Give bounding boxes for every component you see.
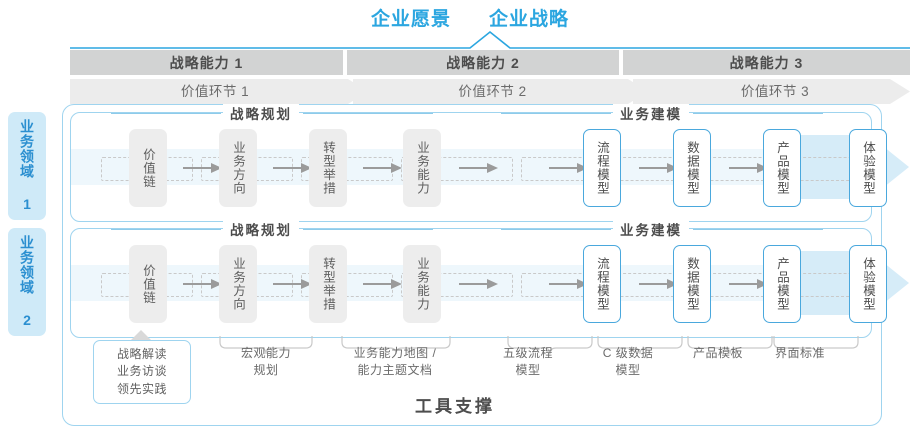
section-rule — [693, 113, 823, 114]
flow-arrow-icon — [729, 163, 769, 173]
capability-bar-3-label: 战略能力 3 — [729, 54, 804, 71]
tool-label-capability-map: 业务能力地图 / 能力主题文档 — [353, 346, 437, 378]
domain-row-2: 战略规划 业务建模 价值链 业务方向 转型举措 业务能力 流程模型 数据模型 产… — [70, 220, 909, 338]
tool-support-title: 工具支撑 — [415, 397, 495, 416]
tool-label-macro-capability-planning: 宏观能力 规划 — [240, 346, 291, 378]
value-chain-3[interactable]: 价值环节 3 — [630, 79, 910, 104]
node-transformation-measures[interactable]: 转型举措 — [309, 129, 347, 207]
value-chain-bar-group: 价值环节 1 价值环节 2 价值环节 3 — [70, 79, 910, 104]
value-chain-3-label: 价值环节 3 — [740, 84, 810, 99]
node-experience-model[interactable]: 体验模型 — [849, 129, 887, 207]
capability-bar-1-label: 战略能力 1 — [169, 54, 244, 71]
flow-arrow-icon — [639, 163, 679, 173]
node-data-model[interactable]: 数据模型 — [673, 129, 711, 207]
bracket-connectors — [219, 336, 859, 355]
section-rule — [303, 113, 433, 114]
vision-title: 企业愿景 — [371, 9, 452, 30]
flow-arrow-icon — [639, 279, 679, 289]
section-rule — [303, 229, 433, 230]
tool-label-strategy-interpretation[interactable]: 战略解读 业务访谈 领先实践 — [93, 340, 191, 405]
node-business-direction[interactable]: 业务方向 — [219, 245, 257, 323]
domain-1-label: 业务领域 1 — [19, 119, 36, 213]
section-rule — [501, 229, 611, 230]
section-header-modeling-label: 业务建模 — [620, 107, 682, 122]
section-header-planning: 战略规划 — [223, 220, 299, 238]
node-experience-model[interactable]: 体验模型 — [849, 245, 887, 323]
tool-label-interface-standard: 界面标准 — [774, 346, 825, 360]
flow-arrow-icon — [183, 279, 223, 289]
strategy-title: 企业战略 — [489, 9, 570, 30]
node-product-model[interactable]: 产品模型 — [763, 129, 801, 207]
tool-label-c-level-data-model: C 级数据 模型 — [602, 346, 654, 378]
tool-label-product-template: 产品模板 — [692, 346, 743, 360]
node-business-capability[interactable]: 业务能力 — [403, 245, 441, 323]
section-header-modeling: 业务建模 — [613, 220, 689, 238]
value-chain-2[interactable]: 价值环节 2 — [350, 79, 635, 104]
flow-arrow-icon — [273, 279, 313, 289]
section-header-modeling-label: 业务建模 — [620, 223, 682, 238]
section-header-planning-label: 战略规划 — [230, 107, 292, 122]
node-data-model[interactable]: 数据模型 — [673, 245, 711, 323]
value-chain-1-label: 价值环节 1 — [180, 84, 250, 99]
section-rule — [501, 113, 611, 114]
flow-arrow-icon — [459, 163, 499, 173]
node-transformation-measures[interactable]: 转型举措 — [309, 245, 347, 323]
section-rule — [111, 113, 221, 114]
domain-row-1: 战略规划 业务建模 价值链 业务方向 转型举措 业务能力 流程模型 数据模型 产… — [70, 104, 909, 222]
capability-bar-2[interactable]: 战略能力 2 — [347, 50, 619, 75]
flow-arrow-icon — [363, 163, 403, 173]
node-process-model[interactable]: 流程模型 — [583, 129, 621, 207]
section-header-planning: 战略规划 — [223, 104, 299, 122]
flow-arrow-icon — [549, 163, 589, 173]
node-product-model[interactable]: 产品模型 — [763, 245, 801, 323]
flow-arrow-icon — [549, 279, 589, 289]
sidebar-item-domain-2[interactable]: 业务领域 2 — [8, 228, 46, 336]
value-chain-2-label: 价值环节 2 — [458, 84, 527, 99]
sidebar-item-domain-1[interactable]: 业务领域 1 — [8, 112, 46, 220]
node-value-chain[interactable]: 价值链 — [129, 129, 167, 207]
node-business-direction[interactable]: 业务方向 — [219, 129, 257, 207]
node-value-chain[interactable]: 价值链 — [129, 245, 167, 323]
flow-arrow-icon — [459, 279, 499, 289]
flow-arrow-icon — [363, 279, 403, 289]
section-rule — [693, 229, 823, 230]
node-process-model[interactable]: 流程模型 — [583, 245, 621, 323]
section-header-planning-label: 战略规划 — [230, 223, 292, 238]
capability-bar-1[interactable]: 战略能力 1 — [70, 50, 343, 75]
section-rule — [111, 229, 221, 230]
capability-bar-2-label: 战略能力 2 — [446, 54, 520, 71]
domain-2-label: 业务领域 2 — [19, 235, 36, 329]
title-connector-line — [70, 30, 910, 49]
flow-arrow-icon — [273, 163, 313, 173]
value-chain-1[interactable]: 价值环节 1 — [70, 79, 360, 104]
node-business-capability[interactable]: 业务能力 — [403, 129, 441, 207]
flow-arrow-icon — [729, 279, 769, 289]
flow-arrow-icon — [183, 163, 223, 173]
capability-bar-3[interactable]: 战略能力 3 — [623, 50, 910, 75]
tool-label-five-level-process-model: 五级流程 模型 — [502, 346, 553, 378]
section-header-modeling: 业务建模 — [613, 104, 689, 122]
